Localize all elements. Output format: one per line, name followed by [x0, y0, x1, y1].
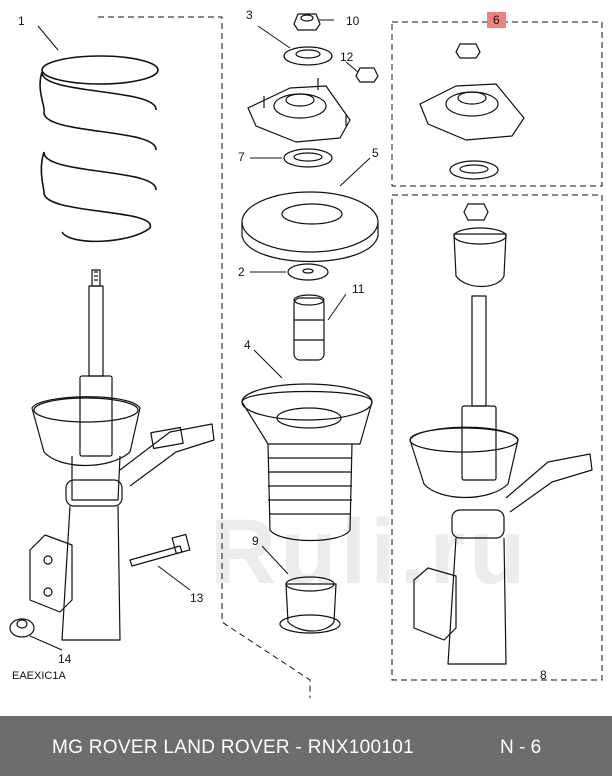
washer-2	[287, 263, 329, 281]
callout-7: 7	[238, 150, 245, 164]
callout-10: 10	[346, 14, 360, 28]
diagram-code: EAEXIC1A	[12, 670, 66, 682]
bearing-3	[283, 46, 333, 66]
top-mount-right	[419, 43, 525, 180]
leader-lines	[29, 19, 371, 651]
callout-11: 11	[352, 282, 365, 296]
left-strut-assembly	[29, 269, 215, 641]
footer-title: MG ROVER LAND ROVER - RNX100101	[52, 737, 414, 758]
nut-14	[9, 618, 35, 638]
spring-seat-5	[241, 191, 379, 263]
callout-9: 9	[252, 534, 259, 548]
callout-3: 3	[246, 8, 253, 22]
footer-page-number: N - 6	[500, 737, 542, 758]
callout-5: 5	[372, 146, 379, 160]
dust-boot-4	[241, 383, 373, 542]
bushing-9	[279, 576, 341, 634]
callout-14: 14	[58, 652, 72, 666]
watermark: Ruli.ru	[210, 501, 530, 603]
callout-4: 4	[244, 338, 251, 352]
callout-6: 6	[487, 12, 506, 28]
top-mount-centre	[247, 78, 351, 143]
bump-stop-11	[293, 294, 325, 361]
strut-exploded-diagram	[9, 13, 603, 698]
nut-10	[293, 13, 321, 31]
callout-13: 13	[190, 591, 204, 605]
callout-8: 8	[540, 668, 547, 682]
nut-12	[355, 67, 379, 83]
right-strut-assembly	[409, 203, 593, 665]
callout-2: 2	[238, 265, 245, 279]
coil-spring	[39, 55, 159, 243]
bolt-13	[129, 533, 191, 567]
footer-bar: MG ROVER LAND ROVER - RNX100101 N - 6	[0, 716, 612, 776]
ring-7	[283, 148, 333, 168]
callout-12: 12	[340, 50, 354, 64]
callout-1: 1	[18, 14, 25, 28]
